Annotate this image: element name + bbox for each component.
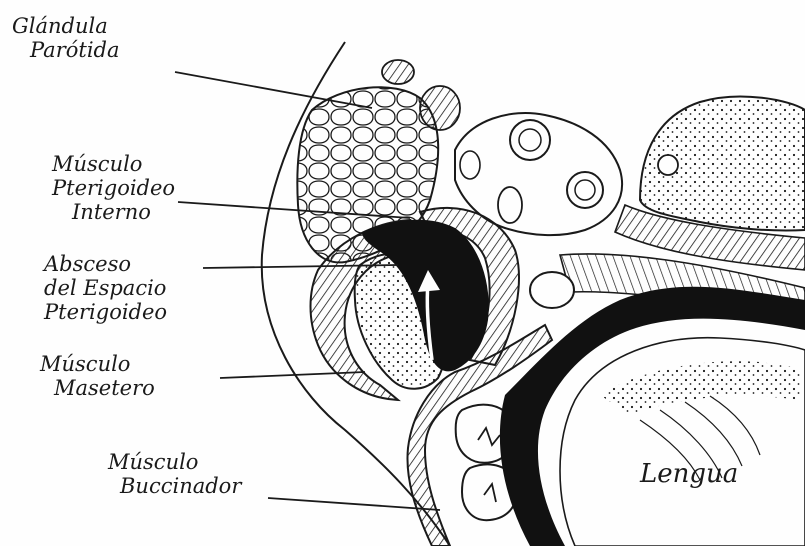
label-lateral-pterygoid-line1: Músculo	[52, 152, 175, 176]
label-abscess-line3: Pterigoideo	[44, 300, 167, 324]
label-buccinator: Músculo Buccinador	[108, 450, 241, 498]
label-masseter-line2: Masetero	[40, 376, 155, 400]
label-abscess-line2: del Espacio	[44, 276, 167, 300]
label-parotid-line1: Glándula	[12, 14, 120, 38]
vessel-ring-1	[510, 120, 550, 160]
label-lateral-pterygoid-line3: Interno	[52, 200, 175, 224]
label-abscess: Absceso del Espacio Pterigoideo	[44, 252, 167, 324]
label-parotid: Glándula Parótida	[12, 14, 120, 62]
vessel-oval-2	[460, 151, 480, 179]
label-masseter: Músculo Masetero	[40, 352, 155, 400]
vessel-large	[420, 86, 460, 130]
vessel-ring-2	[567, 172, 603, 208]
label-masseter-line1: Músculo	[40, 352, 155, 376]
label-abscess-line1: Absceso	[44, 252, 167, 276]
vessel-small	[382, 60, 414, 84]
label-buccinator-line1: Músculo	[108, 450, 241, 474]
vessel-oval	[498, 187, 522, 223]
tonsil	[530, 272, 574, 308]
label-tongue: Lengua	[640, 462, 738, 486]
vessel-ring-2-inner	[575, 180, 595, 200]
tongue-dots	[600, 361, 800, 415]
label-buccinator-line2: Buccinador	[108, 474, 241, 498]
vessel-ring-1-inner	[519, 129, 541, 151]
label-parotid-line2: Parótida	[12, 38, 120, 62]
vertebra-canal	[658, 155, 678, 175]
label-lateral-pterygoid: Músculo Pterigoideo Interno	[52, 152, 175, 224]
label-lateral-pterygoid-line2: Pterigoideo	[52, 176, 175, 200]
leader-parotid	[175, 72, 372, 108]
